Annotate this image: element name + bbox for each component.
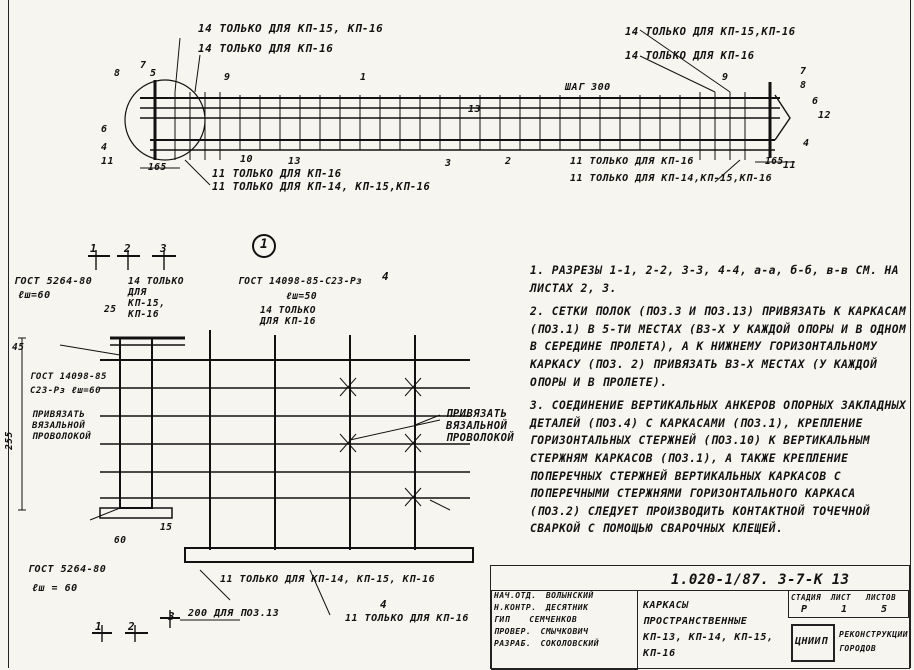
role-name: СОКОЛОВСКИЙ [540,639,600,648]
note-3: 3. СОЕДИНЕНИЕ ВЕРТИКАЛЬНЫХ АНКЕРОВ ОПОРН… [530,399,907,536]
label-esh-bottom: ℓш = 60 [32,583,78,594]
label-dim-255: 255 [3,431,15,450]
label-only-16: 14 ТОЛЬКО ДЛЯ КП-16 [260,305,316,327]
sheets-value: 5 [881,604,888,615]
label-bottom-only-2: 11 ТОЛЬКО ДЛЯ КП-16 [345,613,469,624]
top-label-k3: 14 ТОЛЬКО ДЛЯ КП-15,КП-16 [625,26,796,38]
section-mark: 4 [382,270,390,283]
org-name: РЕКОНСТРУКЦИИ ГОРОДОВ [839,630,909,653]
pos-num: 9 [224,72,231,83]
pos-num: 10 [240,154,254,165]
stage-header: СТАДИЯ [791,593,822,602]
top-dim-left: 165 [148,162,167,173]
stage-table [788,590,909,618]
stage-value: Р [801,604,808,615]
notes-block: 1. РАЗРЕЗЫ 1-1, 2-2, 3-3, 4-4, а-а, б-б,… [530,262,910,544]
label-esh-top-left: ℓш=60 [18,290,51,301]
label-gost-left-mid: ГОСТ 14098-85 [30,372,107,382]
label-dim-15: 15 [160,522,173,533]
sheet-header: ЛИСТ [831,593,852,602]
label-dim-45: 45 [12,342,25,353]
section-view-drawing [18,234,474,642]
pos-num: 4 [101,142,108,153]
section-circle-label: 1 [260,237,269,252]
title-block: НАЧ.ОТД. ВОЛЫНСКИЙ Н.КОНТР. ДЕСЯТНИК ГИП… [490,565,910,670]
label-gost-bottom: ГОСТ 5264-80 [28,564,107,575]
section-mark: 3 [160,242,168,255]
top-label-step: ШАГ 300 [565,82,611,93]
role-name: ВОЛЫНСКИЙ [545,591,594,600]
org-logo: ЦНИИП [791,624,835,662]
pos-num: 4 [803,138,810,149]
role-name: ДЕСЯТНИК [545,603,589,612]
label-tie-wire-right: ПРИВЯЗАТЬ ВЯЗАЛЬНОЙ ПРОВОЛОКОЙ [446,408,515,444]
pos-num: 12 [818,110,832,121]
role-name: СЕМЧЕНКОВ [529,615,578,624]
note-2: 2. СЕТКИ ПОЛОК (ПОЗ.3 И ПОЗ.13) ПРИВЯЗАТ… [530,305,907,389]
doc-number: 1.020-1/87. 3-7-К 13 [671,572,850,588]
label-esh-mid: ℓш=50 [286,291,318,302]
section-mark: 1 [90,242,98,255]
role-label: РАЗРАБ. [494,639,532,648]
sheet-value: 1 [841,604,848,615]
top-label-k1: 14 ТОЛЬКО ДЛЯ КП-15, КП-16 [198,22,384,35]
pos-num: 7 [140,60,147,71]
top-label-b4: 11 ТОЛЬКО ДЛЯ КП-14,КП-15,КП-16 [570,173,773,184]
pos-num: 2 [505,156,512,167]
sheet-frame [8,0,911,668]
label-dim-60: 60 [114,535,127,546]
section-mark: 1 [95,620,103,633]
pos-num: 11 [783,160,797,171]
pos-num: 8 [114,68,121,79]
pos-num: 6 [101,124,108,135]
pos-num: 13 [288,156,302,167]
role-row: РАЗРАБ. СОКОЛОВСКИЙ [494,639,599,648]
org-logo-text: ЦНИИП [795,636,828,647]
label-only-15-16: 14 ТОЛЬКО ДЛЯ КП-15, КП-16 [128,276,184,320]
role-name: СМЫЧКОВИЧ [540,627,589,636]
role-label: Н.КОНТР. [494,603,537,612]
label-gost-top-mid: ГОСТ 14098-85-С23-Рз [238,276,363,287]
pos-num: 7 [800,66,807,77]
label-dim-25: 25 [104,304,117,315]
section-mark: 2 [124,242,132,255]
pos-num: 6 [812,96,819,107]
pos-num: 8 [800,80,807,91]
top-view-drawing [124,29,795,186]
section-mark: 2 [128,620,136,633]
top-label-k4: 14 ТОЛЬКО ДЛЯ КП-16 [625,50,755,62]
doc-number-line [638,590,908,591]
pos-num: 13 [468,104,482,115]
pos-num: 9 [722,72,729,83]
top-label-b3: 11 ТОЛЬКО ДЛЯ КП-16 [570,156,694,167]
role-row: Н.КОНТР. ДЕСЯТНИК [494,603,588,612]
sheets-header: ЛИСТОВ [866,593,897,602]
role-row: НАЧ.ОТД. ВОЛЫНСКИЙ [494,591,594,600]
pos-num: 3 [445,158,452,169]
label-gost-left-mid2: С23-Рз ℓш=60 [30,386,102,396]
section-mark: 4 [380,598,388,611]
top-label-b2: 11 ТОЛЬКО ДЛЯ КП-14, КП-15,КП-16 [212,181,431,193]
label-bottom-only-1: 11 ТОЛЬКО ДЛЯ КП-14, КП-15, КП-16 [220,574,436,585]
label-dim-200: 200 ДЛЯ ПОЗ.13 [188,608,280,619]
role-label: ПРОВЕР. [494,627,532,636]
pos-num: 1 [360,72,367,83]
role-label: ГИП [494,615,510,624]
top-label-k2: 14 ТОЛЬКО ДЛЯ КП-16 [198,42,334,55]
role-row: ГИП СЕМЧЕНКОВ [494,615,577,624]
role-label: НАЧ.ОТД. [494,591,537,600]
drawing-title: КАРКАСЫ ПРОСТРАНСТВЕННЫЕ КП-13, КП-14, К… [643,600,774,659]
role-row: ПРОВЕР. СМЫЧКОВИЧ [494,627,588,636]
label-tie-wire-left: ПРИВЯЗАТЬ ВЯЗАЛЬНОЙ ПРОВОЛОКОЙ [32,410,92,442]
label-gost-top-left: ГОСТ 5264-80 [14,276,93,287]
pos-num: 5 [150,68,157,79]
top-dim-right: 165 [765,156,784,167]
note-1: 1. РАЗРЕЗЫ 1-1, 2-2, 3-3, 4-4, а-а, б-б,… [530,264,900,295]
section-mark: 3 [168,610,176,623]
pos-num: 11 [101,156,115,167]
top-label-b1: 11 ТОЛЬКО ДЛЯ КП-16 [212,168,342,180]
